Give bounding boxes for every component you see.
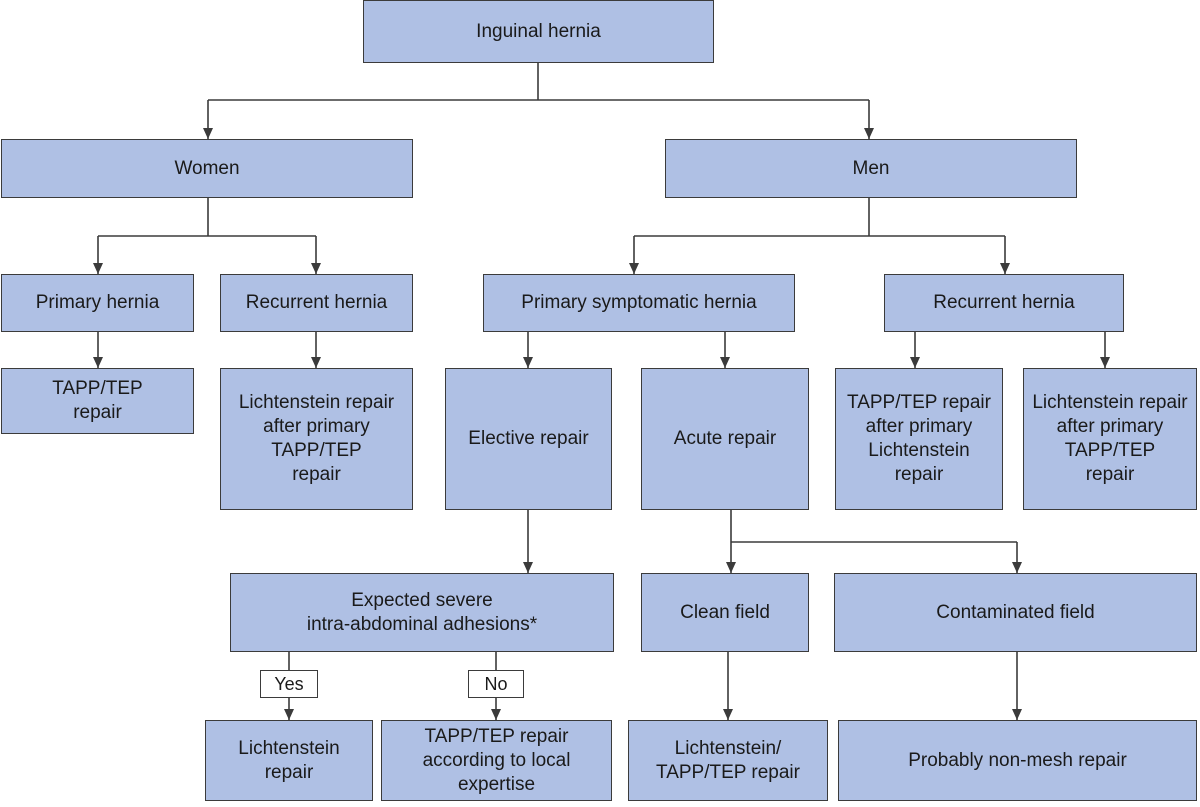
node-women-primary-hernia: Primary hernia [1, 274, 194, 332]
arrowhead-9 [720, 357, 730, 368]
arrowhead-2 [93, 263, 103, 274]
arrowhead-12 [523, 562, 533, 573]
node-men-tapp-tep-after-lichtenstein: TAPP/TEP repair after primary Lichtenste… [835, 368, 1003, 510]
arrowhead-10 [910, 357, 920, 368]
node-acute-repair: Acute repair [641, 368, 809, 510]
node-men-lichtenstein-after-tapp: Lichtenstein repair after primary TAPP/T… [1023, 368, 1197, 510]
node-inguinal-hernia: Inguinal hernia [363, 0, 714, 63]
arrowhead-0 [203, 128, 213, 139]
arrowhead-14 [1012, 562, 1022, 573]
node-clean-field: Clean field [641, 573, 809, 652]
arrowhead-16 [491, 709, 501, 720]
arrowhead-11 [1100, 357, 1110, 368]
node-women-lichtenstein-after-tapp: Lichtenstein repair after primary TAPP/T… [220, 368, 413, 510]
node-expected-adhesions: Expected severe intra-abdominal adhesion… [230, 573, 614, 652]
arrowhead-15 [284, 709, 294, 720]
label-no: No [468, 670, 524, 698]
arrowhead-7 [1000, 263, 1010, 274]
node-elective-repair: Elective repair [445, 368, 612, 510]
node-women-recurrent-hernia: Recurrent hernia [220, 274, 413, 332]
node-tapp-tep-local-expertise: TAPP/TEP repair according to local exper… [381, 720, 612, 801]
node-men: Men [665, 139, 1077, 198]
arrowhead-3 [311, 263, 321, 274]
node-contaminated-field: Contaminated field [834, 573, 1197, 652]
arrowhead-6 [629, 263, 639, 274]
label-yes: Yes [260, 670, 318, 698]
node-lichtenstein-tapp-tep-repair: Lichtenstein/ TAPP/TEP repair [628, 720, 828, 801]
arrowhead-5 [311, 357, 321, 368]
node-non-mesh-repair: Probably non-mesh repair [838, 720, 1197, 801]
node-men-primary-symptomatic-hernia: Primary symptomatic hernia [483, 274, 795, 332]
arrowhead-8 [523, 357, 533, 368]
arrowhead-18 [1012, 709, 1022, 720]
node-men-recurrent-hernia: Recurrent hernia [884, 274, 1124, 332]
arrowhead-1 [864, 128, 874, 139]
node-women: Women [1, 139, 413, 198]
arrowhead-17 [723, 709, 733, 720]
arrowhead-13 [726, 562, 736, 573]
node-lichtenstein-repair: Lichtenstein repair [205, 720, 373, 801]
node-women-tapp-tep-repair: TAPP/TEP repair [1, 368, 194, 434]
arrowhead-4 [93, 357, 103, 368]
